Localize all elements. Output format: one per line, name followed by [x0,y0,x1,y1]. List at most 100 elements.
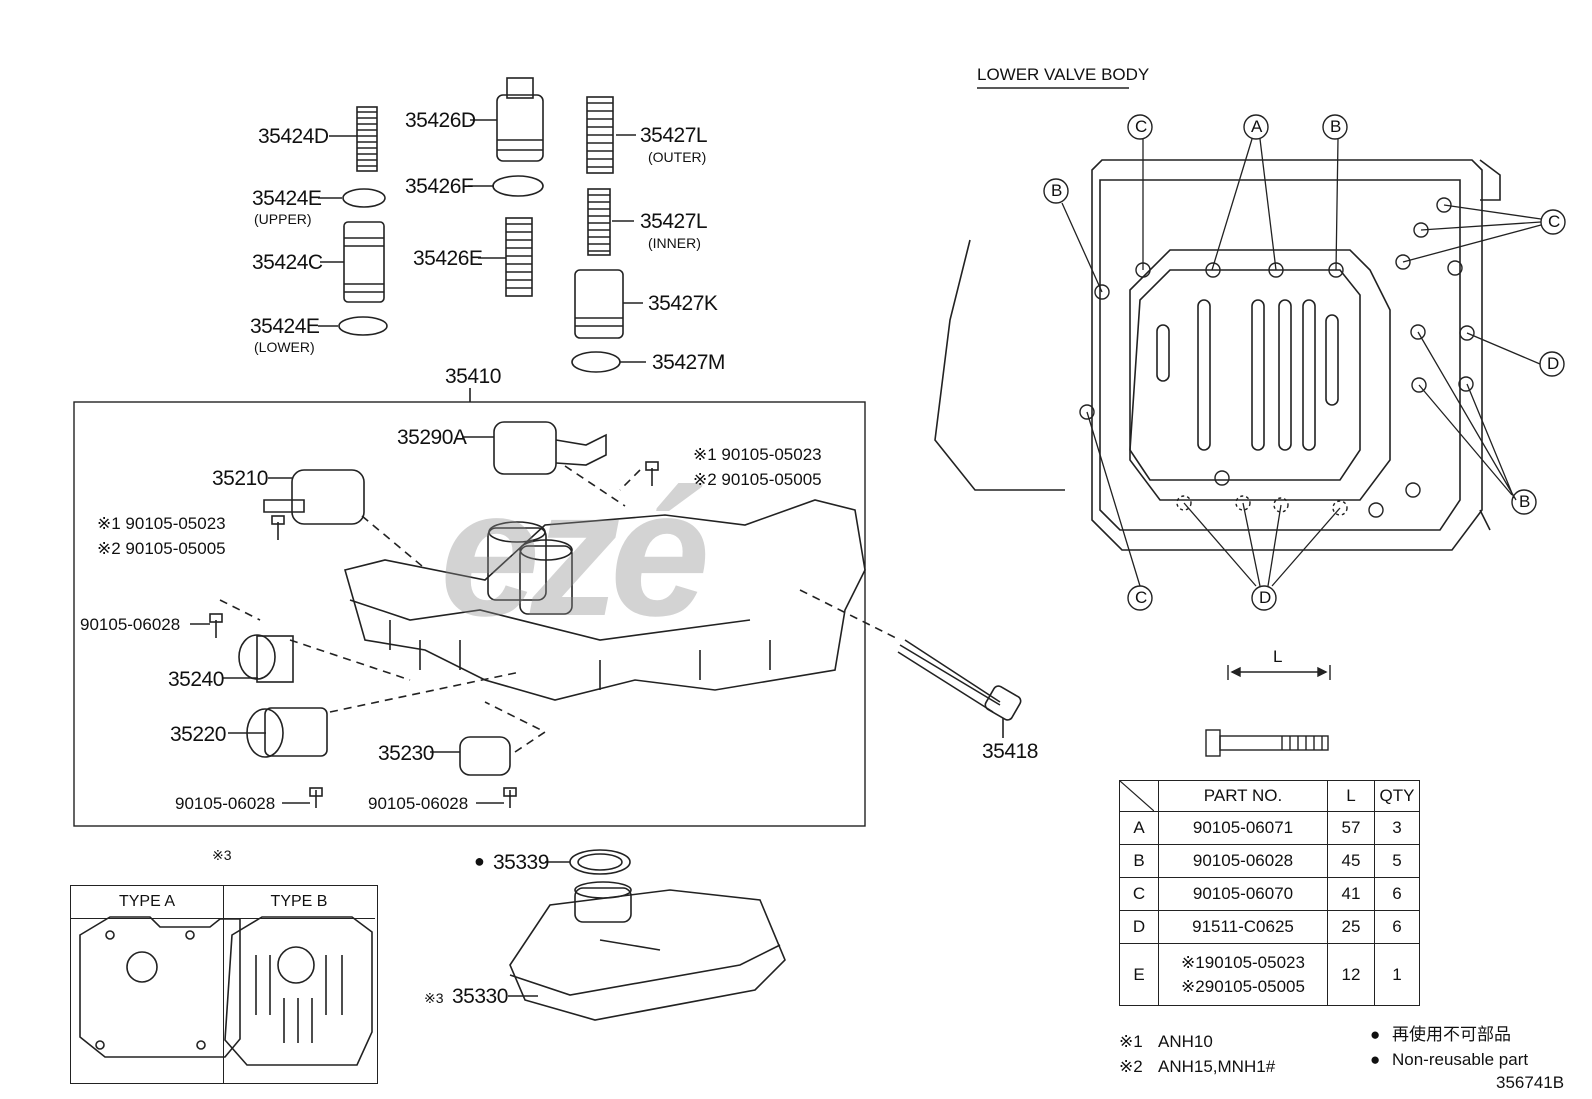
note-lower: (LOWER) [254,339,315,355]
callout-c2: C [1548,212,1561,231]
label-35426f: 35426F [405,175,474,198]
note2-mark: ※2 [1119,1057,1143,1076]
label-35424d: 35424D [258,125,329,148]
callout-a1: A [1251,117,1263,136]
spring-35424d [356,106,378,172]
row-key: C [1119,877,1159,911]
dimension-l: L [1273,647,1283,666]
legend-bullet-1: ● [1370,1025,1381,1044]
row-part-1: ※190105-05023 [1181,952,1305,972]
legend-bullet-2: ● [1370,1050,1381,1069]
table-row: A 90105-06071 57 3 [1119,811,1420,845]
label-35427l-inner: 35427L [640,210,708,233]
callout-b1: B [1330,117,1342,136]
figure-id: 356741B [1496,1073,1565,1092]
oring-35424e-lower [338,316,388,336]
table-row: D 91511-C0625 25 6 [1119,910,1420,944]
callout-b3: B [1519,492,1531,511]
row-part: 91511-C0625 [1158,910,1328,944]
plug-35424c [343,221,385,303]
callout-d2: D [1259,588,1272,607]
row-length: 57 [1327,811,1375,845]
label-35424e-lower: 35424E [250,315,320,338]
valve-body-assembly [344,499,866,701]
row-length: 25 [1327,910,1375,944]
callout-leaders [1061,138,1542,587]
ref3-top: ※3 [212,847,232,863]
row-key: E [1119,943,1159,1006]
frame-35410 [73,401,866,827]
label-35426d: 35426D [405,109,476,132]
note1-mark: ※1 [1119,1032,1143,1051]
header-qty: QTY [1374,780,1420,812]
solenoid-35230 [459,736,511,776]
row-length: 12 [1327,943,1375,1006]
label-35220: 35220 [170,723,226,746]
label-bolt-06028-a: 90105-06028 [80,615,181,634]
row-length: 45 [1327,844,1375,878]
plug-35427k [574,269,624,339]
note-upper: (UPPER) [254,211,312,227]
note1-text: ANH10 [1158,1032,1213,1051]
row-part: 90105-06071 [1158,811,1328,845]
solenoid-35210 [263,469,365,525]
type-a-gasket [79,916,241,1058]
ref3-35330: ※3 [424,990,444,1006]
label-35418: 35418 [982,740,1038,763]
label-35290a: 35290A [397,426,467,449]
label-bolt-b-2: ※2 90105-05005 [97,539,226,558]
label-35410: 35410 [445,365,501,388]
label-bolt-06028-c: 90105-06028 [368,794,469,813]
spring-35427l-inner [587,188,611,256]
callout-c3: C [1135,588,1148,607]
strainer-35330 [509,881,786,1021]
table-row: B 90105-06028 45 5 [1119,844,1420,878]
oring-35424e-upper [342,188,386,208]
label-35230: 35230 [378,742,434,765]
type-box: TYPE A TYPE B [70,885,378,1084]
label-35427l-outer: 35427L [640,124,708,147]
type-b-strainer [224,916,373,1066]
row-key: D [1119,910,1159,944]
solenoid-35240 [238,634,294,683]
callout-c1: C [1135,117,1148,136]
label-bolt-a-2: ※2 90105-05005 [693,470,822,489]
row-length: 41 [1327,877,1375,911]
row-qty: 6 [1374,910,1420,944]
table-row: E ※190105-05023 ※290105-05005 12 1 [1119,943,1420,1006]
legend-en: Non-reusable part [1392,1050,1529,1069]
bolt-spec-table: PART NO. L QTY A 90105-06071 57 3 B 9010… [1119,780,1420,1006]
row-qty: 6 [1374,877,1420,911]
note-inner: (INNER) [648,235,701,251]
label-35427m: 35427M [652,351,725,374]
solenoid-35290a [493,421,607,475]
label-35210: 35210 [212,467,268,490]
header-length: L [1327,780,1375,812]
bolt-holes [1079,197,1475,518]
label-bolt-06028-b: 90105-06028 [175,794,276,813]
label-35240: 35240 [168,668,224,691]
bolts-small [209,461,659,808]
label-bolt-a-1: ※1 90105-05023 [693,445,822,464]
header-part-no: PART NO. [1158,780,1328,812]
section-title: LOWER VALVE BODY [977,65,1150,84]
type-b-header: TYPE B [223,886,375,919]
spring-35426e [505,217,533,297]
row-qty: 1 [1374,943,1420,1006]
tube-35418 [897,639,1022,721]
oring-35426f [492,175,544,197]
row-key: A [1119,811,1159,845]
label-35426e: 35426E [413,247,483,270]
row-part: 90105-06028 [1158,844,1328,878]
note2-text: ANH15,MNH1# [1158,1057,1276,1076]
row-qty: 3 [1374,811,1420,845]
bullet-35339: ● [474,851,485,871]
row-part-2: ※290105-05005 [1181,976,1305,996]
bolt-dimension [1205,665,1331,757]
row-qty: 5 [1374,844,1420,878]
callout-circles [1043,114,1566,611]
type-a-header: TYPE A [71,886,223,919]
lower-valve-body-drawing [934,159,1501,551]
table-row: C 90105-06070 41 6 [1119,877,1420,911]
